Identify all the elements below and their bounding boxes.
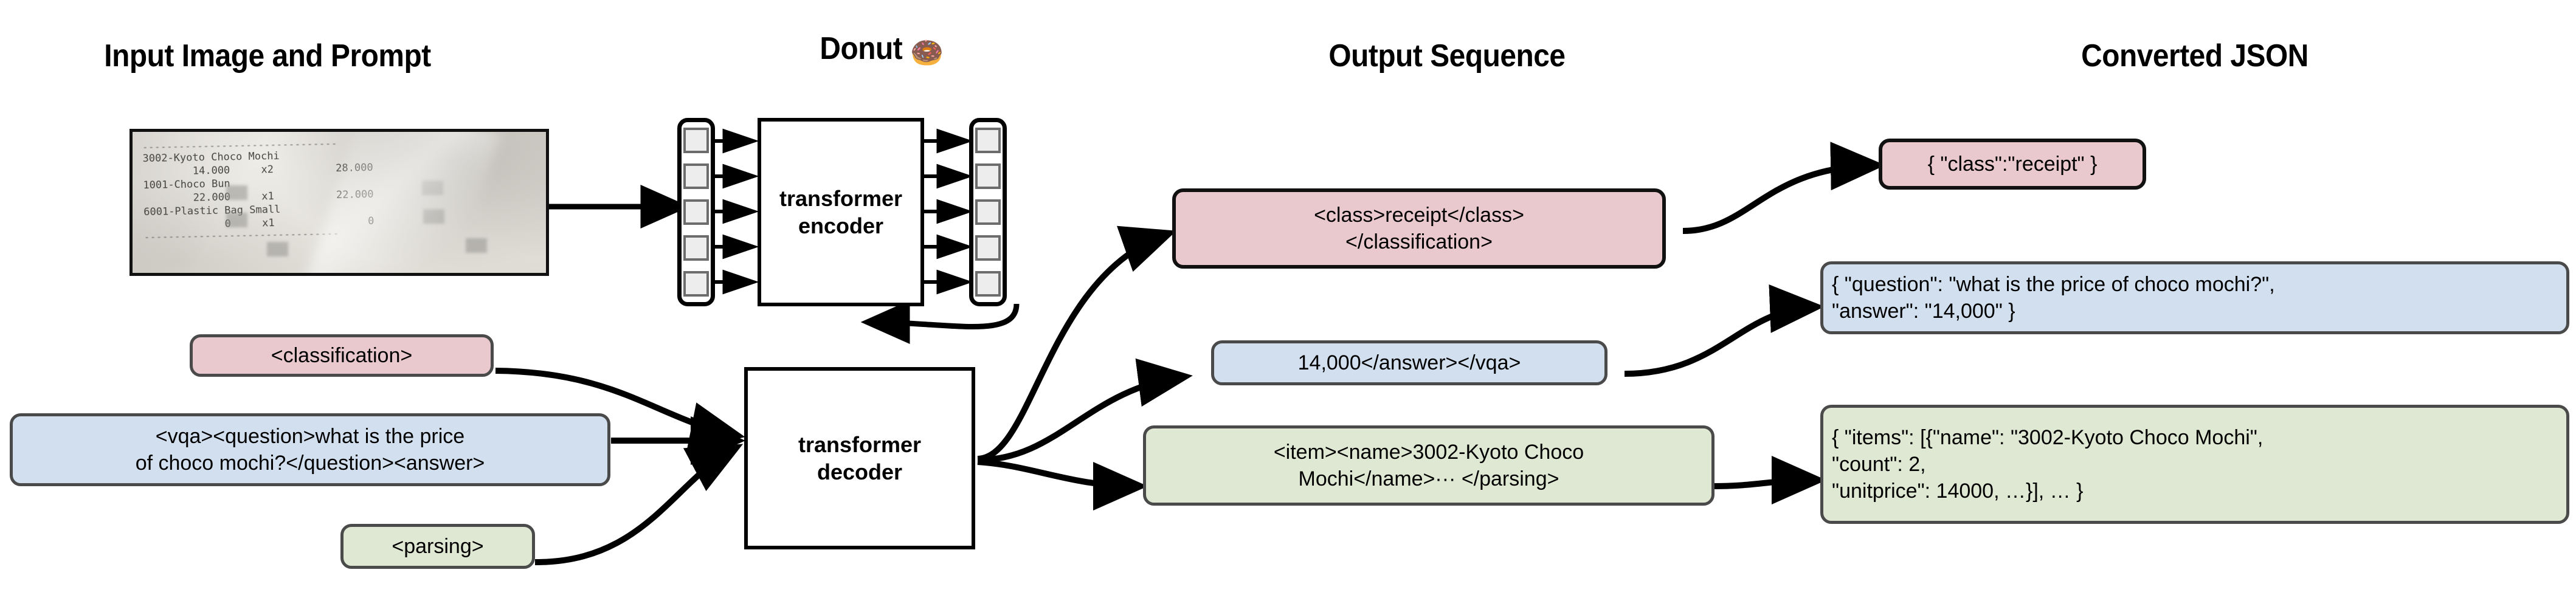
json-parsing-box: { "items": [{"name": "3002-Kyoto Choco M…	[1820, 405, 2569, 524]
donut-icon: 🍩	[910, 37, 944, 69]
redaction-block	[466, 238, 487, 253]
encoder-output-token-strip	[969, 118, 1007, 306]
arrow-encoder-to-decoder	[860, 300, 1020, 345]
token-square	[975, 199, 1001, 225]
prompt-vqa-box: <vqa><question>what is the price of choc…	[10, 413, 610, 486]
column-title-model-text: Donut	[820, 31, 911, 66]
redaction-block	[267, 242, 288, 256]
prompt-classification-box: <classification>	[190, 334, 494, 377]
transformer-encoder-block: transformer encoder	[758, 118, 924, 306]
column-title-json: Converted JSON	[2081, 38, 2308, 74]
token-square	[683, 163, 709, 189]
json-vqa-box: { "question": "what is the price of choc…	[1820, 261, 2569, 334]
prompt-parsing-box: <parsing>	[340, 524, 535, 569]
token-square	[975, 128, 1001, 153]
output-parsing-box: <item><name>3002-Kyoto Choco Mochi</name…	[1143, 425, 1714, 506]
token-square	[683, 128, 709, 153]
arrow-classification-output-to-json	[1682, 142, 1885, 234]
column-title-model: Donut 🍩	[708, 30, 1055, 68]
redaction-block	[226, 185, 247, 200]
redaction-block	[226, 213, 247, 227]
transformer-decoder-block: transformer decoder	[744, 367, 975, 549]
output-classification-box: <class>receipt</class> </classification>	[1172, 188, 1666, 269]
receipt-content: -------------------------------- 3002-Ky…	[133, 132, 546, 273]
json-classification-box: { "class":"receipt" }	[1879, 139, 2146, 190]
input-receipt-image: -------------------------------- 3002-Ky…	[129, 129, 549, 276]
arrow-parsing-output-to-json	[1713, 456, 1826, 505]
arrow-vqa-output-to-json	[1624, 284, 1825, 377]
token-square	[683, 235, 709, 261]
redaction-block	[423, 209, 444, 224]
redaction-block	[422, 181, 443, 195]
token-square	[975, 235, 1001, 261]
token-square	[683, 199, 709, 225]
column-title-output: Output Sequence	[1328, 38, 1566, 74]
arrow-decoder-to-parsing-output	[977, 459, 1148, 511]
token-square	[975, 163, 1001, 189]
output-vqa-box: 14,000</answer></vqa>	[1211, 340, 1607, 385]
encoder-input-token-strip	[677, 118, 715, 306]
token-square	[975, 271, 1001, 297]
column-title-input: Input Image and Prompt	[104, 38, 431, 74]
token-square	[683, 271, 709, 297]
